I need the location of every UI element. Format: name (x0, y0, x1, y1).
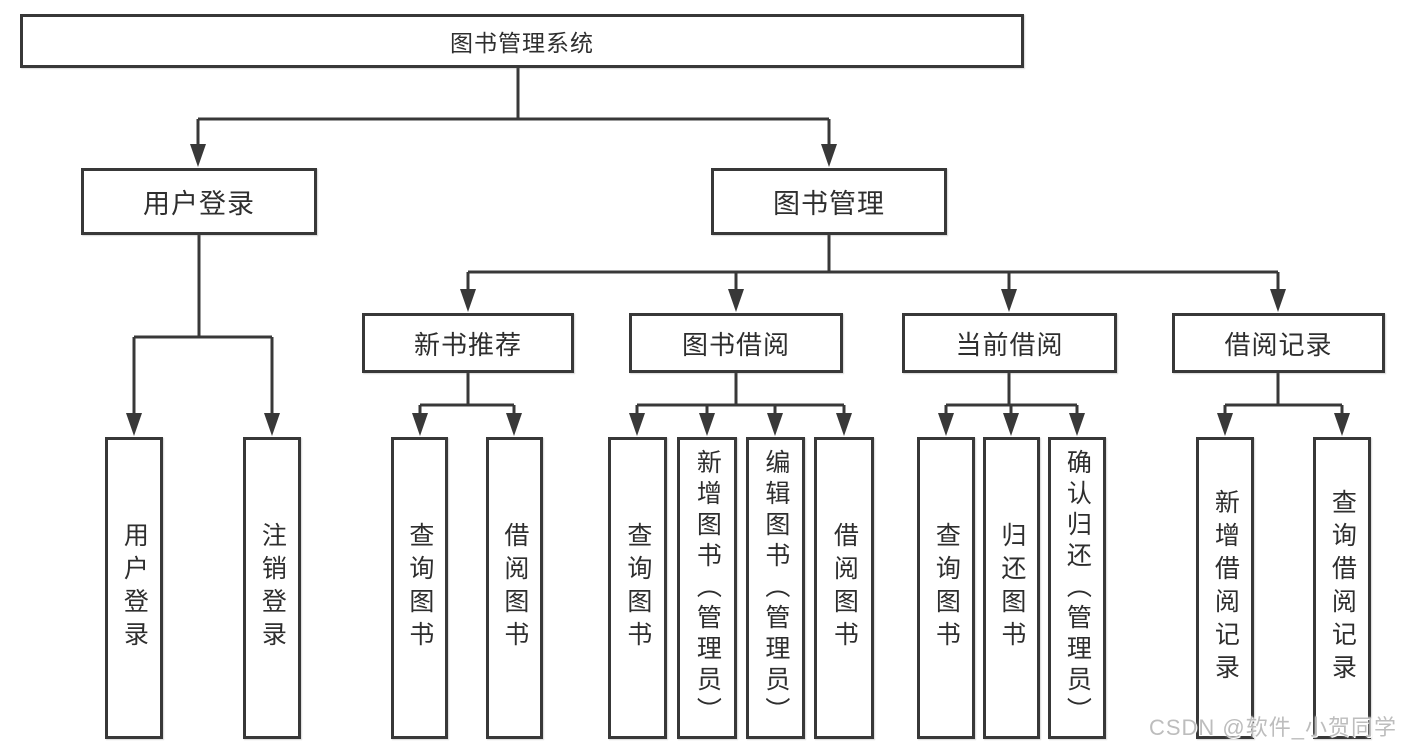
node-edit-books-admin: 编辑图书（管理员） (746, 437, 805, 739)
node-new-book-recommend-label: 新书推荐 (413, 329, 522, 360)
node-confirm-return-admin: 确认归还（管理员） (1048, 437, 1106, 739)
node-borrow-records: 借阅记录 (1172, 313, 1385, 373)
node-book-borrow-label: 图书借阅 (681, 329, 790, 360)
node-book-management-branch-label: 图书管理 (773, 189, 885, 219)
node-user-login-branch-label: 用户登录 (143, 189, 255, 219)
node-borrow-records-label: 借阅记录 (1224, 329, 1333, 360)
node-logout-action: 注销登录 (243, 437, 301, 739)
node-borrow-query-books: 查询图书 (608, 437, 667, 739)
node-book-management-branch: 图书管理 (711, 168, 947, 235)
node-return-books: 归还图书 (983, 437, 1040, 739)
node-book-borrow: 图书借阅 (629, 313, 843, 373)
node-root-system-label: 图书管理系统 (450, 30, 594, 56)
node-recommend-borrow-books: 借阅图书 (486, 437, 543, 739)
node-add-borrow-record: 新增借阅记录 (1196, 437, 1254, 739)
arrowhead-icons (126, 144, 1350, 436)
node-root-system: 图书管理系统 (20, 14, 1024, 68)
node-borrow-books-action: 借阅图书 (814, 437, 874, 739)
node-current-query-books: 查询图书 (917, 437, 975, 739)
node-recommend-query-books: 查询图书 (391, 437, 448, 739)
node-query-borrow-record: 查询借阅记录 (1313, 437, 1371, 739)
node-user-login-branch: 用户登录 (81, 168, 317, 235)
node-add-books-admin: 新增图书（管理员） (677, 437, 737, 739)
node-current-borrow: 当前借阅 (902, 313, 1117, 373)
csdn-watermark: CSDN @软件_小贺同学 (1148, 715, 1397, 740)
node-current-borrow-label: 当前借阅 (955, 329, 1064, 360)
node-new-book-recommend: 新书推荐 (362, 313, 574, 373)
node-user-login-action: 用户登录 (105, 437, 163, 739)
